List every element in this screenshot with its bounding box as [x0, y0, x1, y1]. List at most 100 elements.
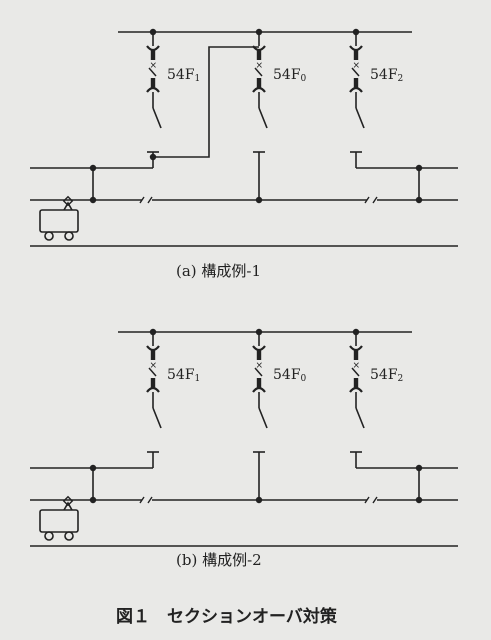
breaker-54F2: × 54F2 [349, 32, 403, 129]
section-insulator [139, 196, 153, 204]
breaker-54F0: × 54F0 [252, 32, 307, 129]
junction-dot [415, 496, 423, 504]
car-body [39, 209, 79, 233]
breaker-contact-upper [349, 345, 363, 352]
junction-dot [89, 196, 97, 204]
train-car [39, 195, 79, 241]
breaker-label: 54F0 [273, 67, 307, 84]
car-wheel [64, 531, 74, 541]
insulator-slash [147, 196, 153, 204]
disconnector-blade [355, 407, 365, 429]
insulator-gap [367, 196, 377, 204]
junction-dot [149, 153, 157, 161]
breaker-blade [254, 67, 263, 77]
breaker-blade [351, 367, 360, 377]
breaker-x-mark: × [150, 61, 158, 71]
breaker-x-mark: × [353, 61, 361, 71]
diagram-a: × 54F1 × 54F0 × 54F2 [30, 28, 458, 247]
junction-dot [415, 164, 423, 172]
caption-a: (a) 構成例-1 [176, 262, 261, 280]
breaker-label-sub: 0 [301, 374, 307, 384]
breaker-contact-bar [150, 378, 156, 388]
breaker-x-mark: × [256, 61, 264, 71]
disconnector-blade [355, 107, 365, 129]
breaker-contact-bar [256, 378, 262, 388]
junction-dot [255, 196, 263, 204]
disconnector-blade [258, 107, 268, 129]
breaker-label-sub: 1 [195, 374, 201, 384]
insulator-slash [139, 196, 145, 204]
breaker-label-sub: 2 [398, 374, 404, 384]
insulator-slash [372, 196, 378, 204]
pantograph-head [62, 195, 74, 207]
breaker-x-mark: × [353, 361, 361, 371]
car-wheel [44, 531, 54, 541]
insulator-gap [142, 496, 152, 504]
breaker-contact-bar [353, 78, 359, 88]
disconnector-blade [152, 107, 162, 129]
breaker-label: 54F1 [167, 67, 200, 84]
breaker-contact-upper [146, 345, 160, 352]
breaker-blade [254, 367, 263, 377]
breaker-contact-upper [349, 45, 363, 52]
car-wheel [64, 231, 74, 241]
breaker-contact-bar [353, 378, 359, 388]
junction-dot [89, 464, 97, 472]
breaker-label-sub: 0 [301, 74, 307, 84]
breaker-contact-bar [353, 50, 359, 60]
caption-b: (b) 構成例-2 [176, 551, 262, 569]
breaker-54F1: × 54F1 [146, 32, 200, 129]
disconnector-blade [258, 407, 268, 429]
breaker-x-mark: × [256, 361, 264, 371]
breaker-contact-lower [146, 86, 160, 93]
junction-dot [89, 164, 97, 172]
breaker-x-mark: × [150, 361, 158, 371]
breaker-contact-lower [252, 386, 266, 393]
car-wheel [44, 231, 54, 241]
breaker-blade [148, 367, 157, 377]
car-body [39, 509, 79, 533]
diagram-b: × 54F1 × 54F0 × 54F2 [30, 328, 458, 547]
insulator-gap [142, 196, 152, 204]
disconnector-blade [152, 407, 162, 429]
breaker-contact-upper [252, 345, 266, 352]
junction-dot [89, 496, 97, 504]
breaker-contact-bar [256, 78, 262, 88]
breaker-label: 54F2 [370, 67, 403, 84]
junction-dot [415, 196, 423, 204]
breaker-contact-bar [353, 350, 359, 360]
breaker-contact-lower [349, 86, 363, 93]
breaker-blade [148, 67, 157, 77]
breaker-contact-bar [150, 350, 156, 360]
insulator-slash [372, 496, 378, 504]
breaker-54F0: × 54F0 [252, 332, 307, 429]
breaker-label-sub: 2 [398, 74, 404, 84]
bypass-jumper [153, 46, 259, 158]
breaker-contact-bar [150, 78, 156, 88]
insulator-gap [367, 496, 377, 504]
figure-caption: 図１ セクションオーバ対策 [116, 606, 338, 627]
breaker-contact-lower [252, 86, 266, 93]
insulator-slash [139, 496, 145, 504]
breaker-blade [351, 67, 360, 77]
train-car [39, 495, 79, 541]
breaker-contact-bar [256, 50, 262, 60]
insulator-slash [364, 196, 370, 204]
junction-dot [255, 496, 263, 504]
section-insulator [364, 496, 378, 504]
pantograph-head [62, 495, 74, 507]
breaker-label: 54F1 [167, 367, 200, 384]
breaker-contact-bar [256, 350, 262, 360]
junction-dot [415, 464, 423, 472]
breaker-label: 54F0 [273, 367, 307, 384]
section-insulator [139, 496, 153, 504]
breaker-label: 54F2 [370, 367, 403, 384]
breaker-contact-lower [349, 386, 363, 393]
breaker-contact-upper [146, 45, 160, 52]
pantograph [63, 201, 73, 211]
breaker-contact-bar [150, 50, 156, 60]
breaker-label-sub: 1 [195, 74, 201, 84]
breaker-54F1: × 54F1 [146, 332, 200, 429]
section-insulator [364, 196, 378, 204]
